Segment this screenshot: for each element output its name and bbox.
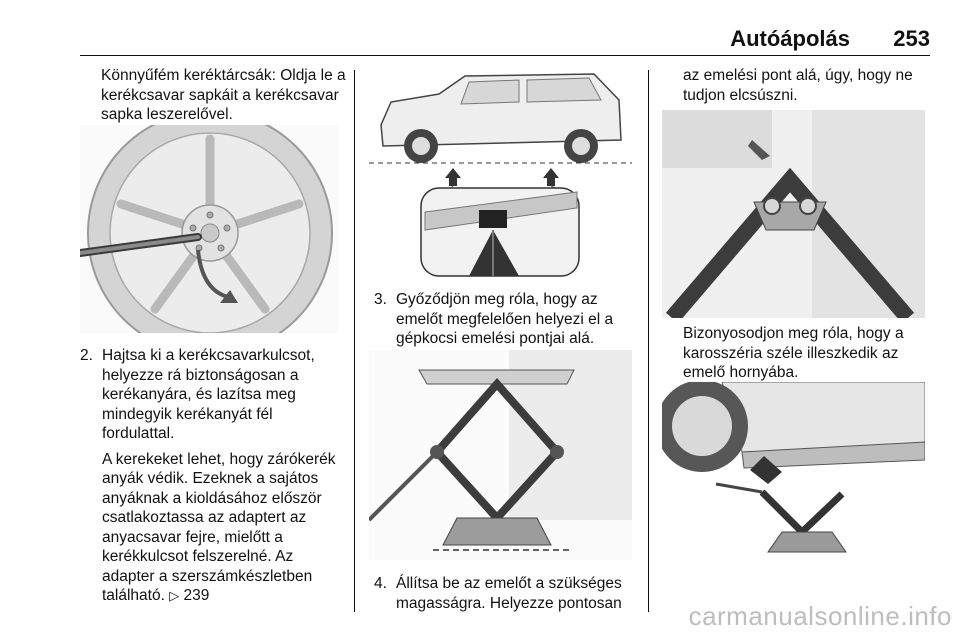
column-divider-2 (648, 70, 649, 612)
column-divider-1 (354, 70, 355, 612)
step-2: 2. Hajtsa ki a kerékcsavarkulcsot, helye… (80, 346, 348, 606)
jack-lift-point-closeup (662, 110, 925, 318)
step-3-number: 3. (374, 291, 387, 308)
step-3: 3. Győződjön meg róla, hogy az emelőt me… (374, 290, 644, 349)
step-4-continued: az emelési pont alá, úgy, hogy ne tudjon… (683, 67, 913, 104)
step-2-number: 2. (80, 347, 93, 364)
page-ref-arrow-icon: ▷ (169, 588, 180, 603)
intro-paragraph: Könnyűfém keréktárcsák: Oldja le a kerék… (101, 67, 346, 123)
section-title: Autóápolás (730, 26, 850, 51)
page-number: 253 (893, 26, 930, 51)
header-rule (80, 55, 930, 56)
step-3-text: Győződjön meg róla, hogy az emelőt megfe… (396, 291, 614, 347)
step-2-note: A kerekeket lehet, hogy zárókerék anyák … (102, 450, 336, 605)
scissor-jack-illustration (369, 350, 632, 560)
step-4-number: 4. (374, 575, 387, 592)
step-4-text: Állítsa be az emelőt a szükséges magassá… (396, 575, 622, 612)
vehicle-lift-points-illustration (369, 70, 632, 282)
body-edge-note: Bizonyosodjon meg róla, hogy a karosszér… (683, 325, 904, 381)
page-ref-number[interactable]: 239 (183, 587, 210, 604)
wheel-illustration (80, 125, 338, 333)
jack-placed-under-sill-illustration (662, 382, 925, 584)
watermark: carmanualsonline.info (688, 601, 952, 631)
step-2-text: Hajtsa ki a kerékcsavarkulcsot, helyezze… (102, 347, 315, 442)
page-header: Autóápolás 253 (0, 26, 930, 56)
step-4: 4. Állítsa be az emelőt a szükséges maga… (374, 574, 644, 613)
